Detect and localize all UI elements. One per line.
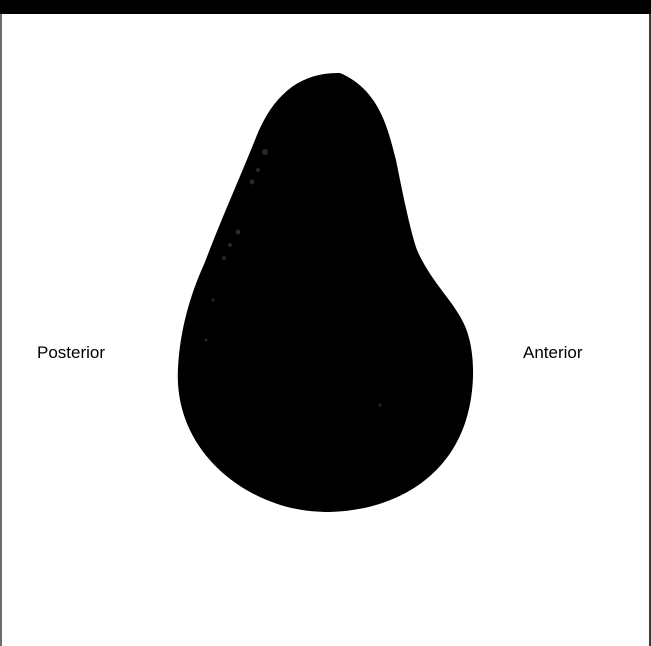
pear-shape [178,73,473,512]
posterior-label: Posterior [37,343,105,363]
anterior-label: Anterior [523,343,583,363]
